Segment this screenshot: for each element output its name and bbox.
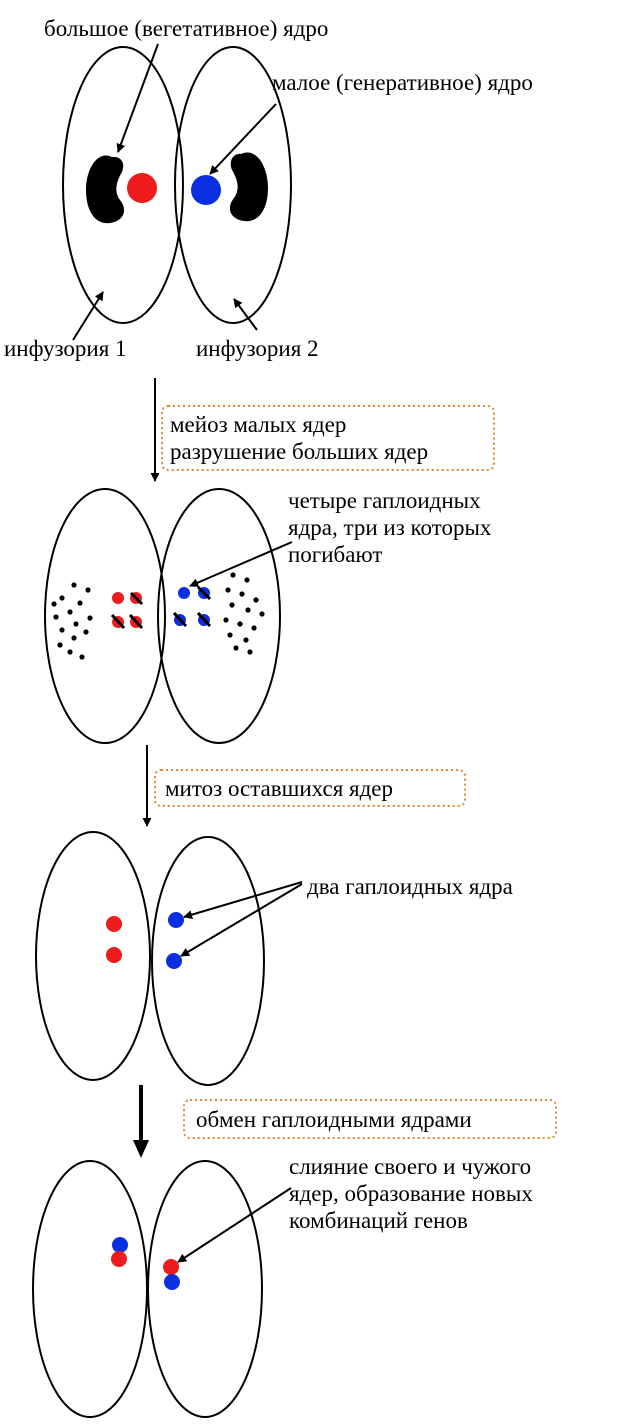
stage-1: большое (вегетативное) ядро малое (генер… <box>4 16 533 361</box>
macronucleus-label: большое (вегетативное) ядро <box>44 16 328 41</box>
blue-nucleus <box>112 1237 128 1253</box>
haploid-pointer-1 <box>183 881 303 920</box>
ciliate-2-cell <box>157 488 281 744</box>
macronucleus-2 <box>229 152 268 222</box>
micronucleus-1 <box>127 173 157 203</box>
step-1: мейоз малых ядер разрушение больших ядер <box>150 378 495 482</box>
stage-3: два гаплоидных ядра <box>35 831 513 1086</box>
ciliate-1-cell <box>62 46 184 324</box>
step-1-line-2: разрушение больших ядер <box>170 439 428 464</box>
ciliate-2-label: инфузория 2 <box>196 336 319 361</box>
step-3-box <box>183 1099 557 1139</box>
blue-haploid-nucleus <box>168 912 184 928</box>
stage-4-label-line-3: комбинаций генов <box>289 1208 468 1233</box>
macronucleus-pointer <box>116 43 159 153</box>
haploid-pointer-2 <box>180 883 303 957</box>
haploid-nuclei-2 <box>172 585 212 628</box>
step-1-box <box>161 405 495 471</box>
haploid-nuclei-1 <box>110 591 144 630</box>
stage-4-label-line-1: слияние своего и чужого <box>289 1154 531 1179</box>
macronucleus-fragments-1 <box>51 582 93 660</box>
macronucleus-fragments-2 <box>223 572 265 655</box>
stage-2: четыре гаплоидных ядра, три из которых п… <box>44 488 492 744</box>
ciliate-1-cell <box>32 1160 148 1418</box>
ciliate-2-cell <box>151 836 265 1086</box>
cell1-pointer <box>72 291 104 341</box>
step-2-line-1: митоз оставшихся ядер <box>165 776 393 801</box>
step-2: митоз оставшихся ядер <box>142 745 466 827</box>
micronucleus-2 <box>191 175 221 205</box>
step-1-line-1: мейоз малых ядер <box>170 412 346 437</box>
stage-4-label-line-2: ядер, образование новых <box>289 1181 533 1206</box>
stage-2-label-line-3: погибают <box>288 542 382 567</box>
haploid-pointer <box>189 541 293 587</box>
ciliate-1-cell <box>35 831 151 1081</box>
stage-2-label-line-2: ядра, три из которых <box>288 515 492 540</box>
ciliate-2-cell <box>174 46 292 324</box>
ciliate-1-cell <box>44 488 166 744</box>
step-3-arrow-head <box>133 1140 149 1158</box>
micronucleus-pointer <box>209 103 277 175</box>
ciliate-1-label: инфузория 1 <box>4 336 127 361</box>
ciliate-2-cell <box>147 1160 263 1418</box>
blue-nucleus <box>164 1274 180 1290</box>
red-haploid-nucleus <box>106 916 122 932</box>
red-nucleus <box>163 1259 179 1275</box>
stage-3-label: два гаплоидных ядра <box>307 874 513 899</box>
blue-haploid-nucleus <box>166 953 182 969</box>
stage-4: слияние своего и чужого ядер, образовани… <box>32 1154 533 1418</box>
micronucleus-label: малое (генеративное) ядро <box>272 70 533 95</box>
red-nucleus <box>111 1251 127 1267</box>
fusion-pointer <box>177 1187 292 1263</box>
step-3: обмен гаплоидными ядрами <box>133 1085 557 1158</box>
macronucleus-1 <box>86 155 125 224</box>
red-haploid-nucleus <box>106 947 122 963</box>
cell2-pointer <box>233 298 258 331</box>
stage-2-label-line-1: четыре гаплоидных <box>288 488 481 513</box>
step-3-line-1: обмен гаплоидными ядрами <box>196 1107 472 1132</box>
